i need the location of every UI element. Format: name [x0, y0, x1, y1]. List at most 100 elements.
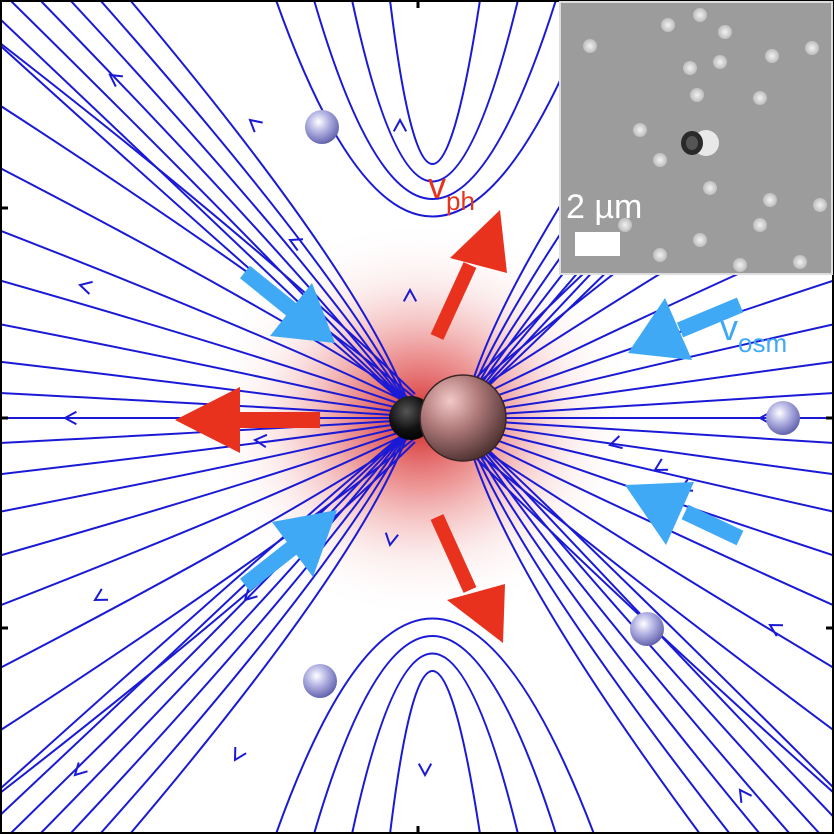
inset-particle [690, 88, 704, 102]
streamline [9, 0, 411, 409]
streamline-arrowhead [653, 458, 669, 472]
inset-particle [765, 49, 779, 63]
inset-janus-particle [681, 130, 719, 156]
streamline [0, 423, 416, 513]
inset-particle [763, 193, 777, 207]
streamline-arrowhead [62, 410, 77, 426]
inset-particle [703, 181, 717, 195]
streamline [129, 0, 411, 409]
streamline [275, 0, 595, 218]
phoretic-arrow [430, 210, 507, 340]
phoretic-arrow [430, 514, 505, 643]
inset-particle [653, 248, 667, 262]
streamline [464, 427, 834, 790]
streamline [464, 427, 791, 834]
streamline [0, 429, 416, 607]
osmotic-arrows [239, 265, 744, 592]
streamline [69, 427, 411, 834]
streamline-arrowhead [93, 588, 109, 602]
streamline-arrowhead [768, 623, 784, 637]
inset-particle [733, 258, 747, 272]
sem-inset: 2 µm [559, 1, 833, 275]
streamline [351, 0, 519, 183]
streamline [0, 17, 411, 409]
streamline-arrowhead [738, 788, 753, 804]
inset-particle [693, 233, 707, 247]
phoretic-arrows [175, 210, 507, 643]
streamline [459, 429, 834, 607]
inset-particle [653, 153, 667, 167]
osmotic-arrow [625, 482, 744, 546]
inset-particle [793, 255, 807, 269]
streamline-arrowhead [248, 118, 263, 133]
osmotic-arrow [628, 297, 744, 360]
streamline [0, 104, 416, 399]
streamline [464, 427, 701, 834]
tracer-particle [630, 612, 664, 646]
v-osm-label: vosm [720, 307, 787, 358]
inset-particle [753, 218, 767, 232]
scale-bar-label: 2 µm [566, 188, 642, 226]
streamline [0, 229, 416, 407]
tracer-particle [305, 110, 339, 144]
streamline [464, 427, 834, 819]
streamline [275, 617, 595, 834]
inset-particle [618, 218, 632, 232]
streamline-arrowhead [108, 73, 124, 88]
inset-particles [583, 8, 827, 272]
streamline [69, 0, 411, 409]
streamline [464, 427, 761, 834]
streamline-arrowhead [607, 435, 623, 450]
streamline [99, 427, 411, 834]
streamline [313, 0, 557, 200]
streamline [464, 427, 821, 834]
streamline-arrowhead [233, 746, 247, 762]
inset-particle [661, 18, 675, 32]
scale-bar [575, 232, 620, 256]
inset-particle [693, 8, 707, 22]
streamline-arrowhead [288, 238, 304, 252]
tracer-particle [303, 664, 337, 698]
tracer-particles [303, 110, 800, 698]
inset-particle [713, 55, 727, 69]
streamline [0, 427, 411, 817]
streamline-arrowhead [77, 280, 93, 295]
phoretic-arrow [175, 387, 320, 453]
osmotic-arrow [239, 265, 335, 343]
inset-particle [805, 41, 819, 55]
streamline [351, 652, 519, 834]
streamline [464, 427, 731, 834]
inset-particle [583, 39, 597, 53]
streamline [129, 427, 411, 834]
streamline [99, 0, 411, 409]
inset-particle [718, 25, 732, 39]
streamline [313, 635, 557, 834]
streamline [0, 44, 411, 409]
inset-particle [753, 91, 767, 105]
inset-particle [813, 198, 827, 212]
v-ph-label: vph [428, 165, 475, 216]
osmotic-arrow [240, 510, 337, 592]
streamline [0, 437, 416, 732]
streamline [0, 425, 416, 557]
streamline [459, 441, 834, 794]
streamline [9, 427, 411, 834]
streamline [39, 427, 411, 834]
inset-particle [683, 61, 697, 75]
janus-particle [389, 374, 507, 462]
inset-particle [633, 123, 647, 137]
streamline-arrowhead [243, 587, 258, 602]
large-sphere [419, 374, 507, 462]
streamline [0, 427, 411, 791]
streamline-arrowhead [402, 287, 418, 302]
streamline-arrowhead [384, 532, 399, 548]
streamline-arrowhead [392, 117, 408, 132]
streamline [0, 279, 416, 411]
streamline [389, 670, 481, 834]
streamline [0, 323, 416, 413]
tracer-particle [766, 401, 800, 435]
streamline-arrowhead [252, 433, 268, 449]
